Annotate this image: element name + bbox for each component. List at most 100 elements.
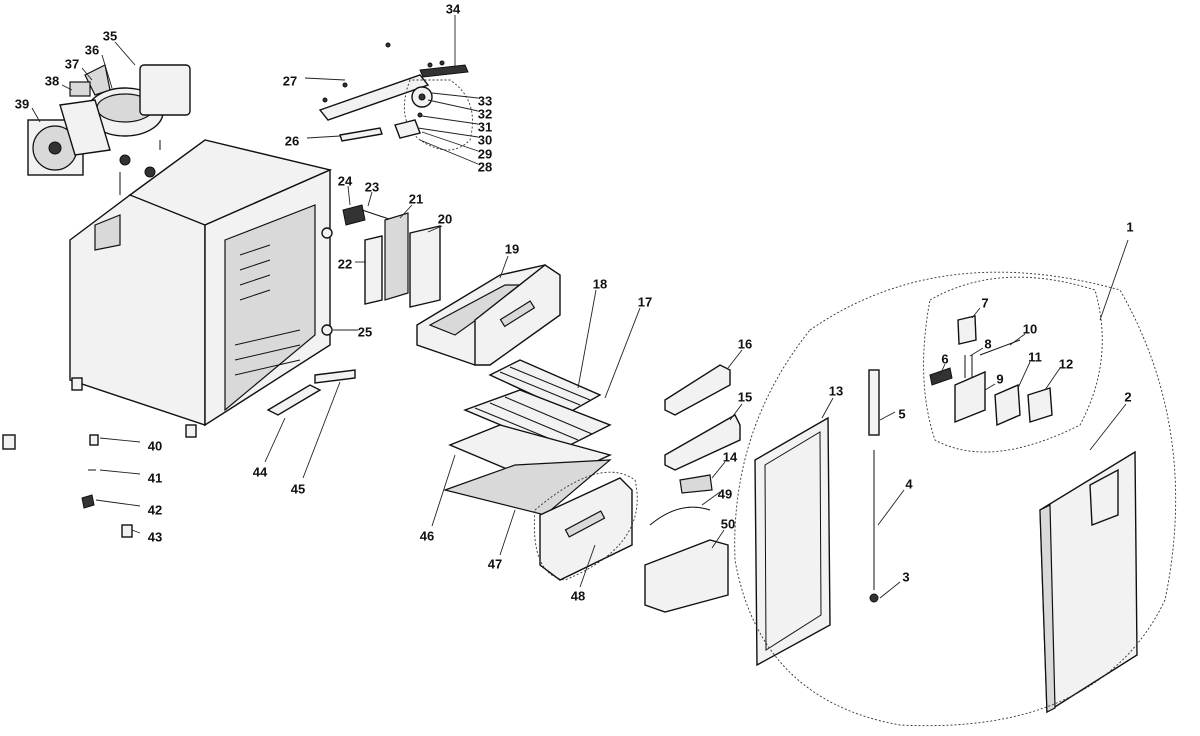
cabinet-body: [69, 139, 333, 427]
leader-line-7: [971, 307, 981, 319]
leader-line-18: [577, 289, 597, 389]
leader-line-20: [427, 225, 443, 233]
callout-20: 20: [438, 211, 452, 226]
leader-line-37: [81, 67, 93, 81]
leader-line-40: [99, 437, 141, 443]
leader-line-23: [367, 191, 373, 207]
leader-line-47: [499, 509, 516, 556]
leader-line-42: [95, 499, 141, 507]
door-bins: [644, 364, 741, 613]
callout-2: 2: [1124, 389, 1131, 404]
leader-line-27: [304, 77, 346, 81]
callout-36: 36: [85, 42, 99, 57]
callout-18: 18: [593, 276, 607, 291]
callout-43: 43: [148, 529, 162, 544]
leader-line-2: [1089, 403, 1127, 451]
callout-50: 50: [721, 516, 735, 531]
callout-32: 32: [478, 106, 492, 121]
leader-line-14: [711, 461, 726, 479]
leader-line-45: [302, 381, 341, 479]
callout-12: 12: [1059, 356, 1073, 371]
callout-22: 22: [338, 256, 352, 271]
callout-24: 24: [338, 173, 353, 188]
callout-28: 28: [478, 159, 492, 174]
callout-29: 29: [478, 146, 492, 161]
leader-line-36: [101, 54, 113, 89]
leader-line-4: [877, 489, 905, 526]
feet-and-screws: [2, 369, 356, 538]
hinge-assembly: [868, 369, 880, 603]
leader-line-35: [114, 41, 136, 66]
callout-34: 34: [446, 1, 461, 16]
leader-line-17: [604, 307, 641, 399]
callout-42: 42: [148, 502, 162, 517]
leader-line-38: [61, 84, 73, 91]
callout-4: 4: [905, 476, 913, 491]
callout-21: 21: [409, 191, 423, 206]
callout-17: 17: [638, 294, 652, 309]
compressor-assembly: [27, 64, 191, 195]
callout-16: 16: [738, 336, 752, 351]
leader-line-44: [264, 417, 286, 463]
door-group-outline: [734, 271, 1177, 727]
callout-10: 10: [1023, 321, 1037, 336]
callout-26: 26: [285, 133, 299, 148]
callout-9: 9: [996, 371, 1003, 386]
callout-3: 3: [902, 569, 909, 584]
callout-44: 44: [253, 464, 268, 479]
callout-46: 46: [420, 528, 434, 543]
callout-33: 33: [478, 93, 492, 108]
leader-line-9: [984, 383, 996, 391]
callout-48: 48: [571, 588, 585, 603]
callout-39: 39: [15, 96, 29, 111]
leader-line-8: [969, 347, 984, 357]
light-and-switch-parts: [321, 204, 441, 336]
leader-line-49: [701, 491, 721, 506]
leader-line-6: [939, 363, 946, 376]
top-rail-parts: [318, 42, 469, 142]
leader-line-1: [1099, 239, 1129, 321]
callout-5: 5: [898, 406, 905, 421]
callout-8: 8: [984, 336, 991, 351]
leader-line-3: [879, 581, 901, 599]
callout-41: 41: [148, 470, 162, 485]
callout-23: 23: [365, 179, 379, 194]
thermostat-group: [394, 79, 473, 151]
leader-line-48: [579, 544, 596, 588]
callout-40: 40: [148, 438, 162, 453]
callout-45: 45: [291, 481, 305, 496]
callout-11: 11: [1028, 349, 1042, 364]
leader-line-15: [729, 403, 743, 421]
callout-31: 31: [478, 119, 492, 134]
callout-7: 7: [981, 295, 988, 310]
leader-line-13: [821, 397, 834, 419]
leader-line-32: [427, 99, 479, 112]
leader-line-31: [421, 115, 479, 125]
handle-group-outline: [923, 276, 1103, 453]
callout-1: 1: [1126, 219, 1133, 234]
leader-line-43: [131, 529, 141, 534]
leader-line-21: [399, 204, 413, 219]
leader-line-30: [417, 127, 479, 138]
callout-38: 38: [45, 73, 59, 88]
leader-line-39: [31, 107, 41, 123]
callout-19: 19: [505, 241, 519, 256]
door-gasket: [754, 416, 831, 667]
leader-line-29: [421, 131, 479, 152]
leader-line-46: [431, 454, 456, 527]
callout-35: 35: [103, 28, 117, 43]
callout-27: 27: [283, 73, 297, 88]
leader-line-24: [347, 185, 351, 206]
callout-25: 25: [358, 324, 372, 339]
leader-line-16: [727, 349, 743, 369]
leader-line-26: [306, 135, 341, 139]
leader-line-28: [419, 139, 479, 165]
leader-line-19: [499, 255, 509, 279]
handle-group: [929, 315, 1053, 427]
leader-line-50: [711, 529, 725, 549]
leader-line-10: [1009, 333, 1026, 346]
drawer-19: [416, 264, 561, 366]
callout-47: 47: [488, 556, 502, 571]
